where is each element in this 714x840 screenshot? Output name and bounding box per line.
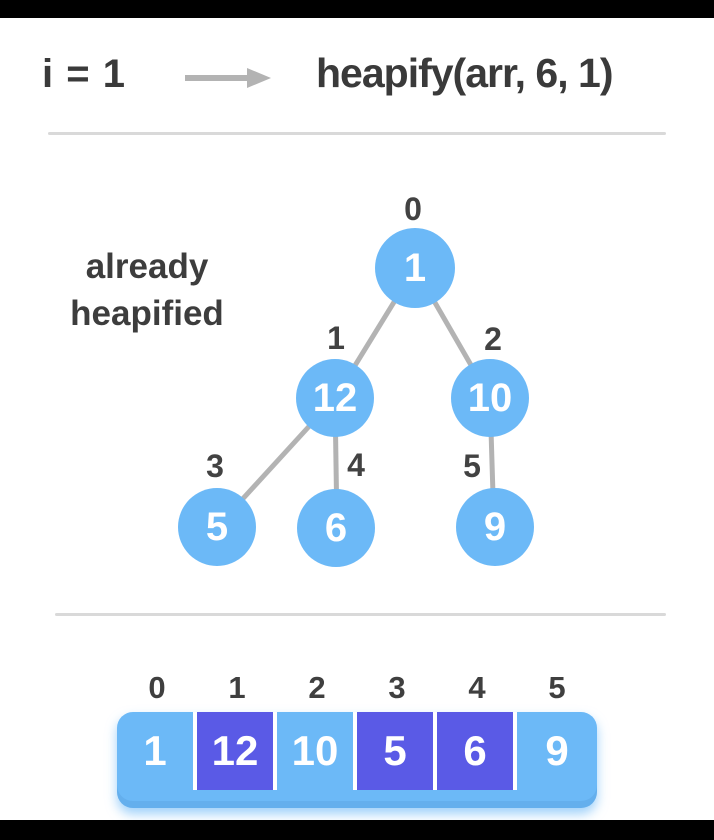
tree-index-label: 4: [347, 447, 365, 483]
letterbox-top: [0, 0, 714, 18]
array-index-label: 0: [148, 670, 166, 705]
array-cell: 10: [277, 712, 357, 790]
tree-node: 6: [297, 489, 375, 567]
array-cell: 6: [437, 712, 517, 790]
iterator-label: i = 1: [42, 52, 126, 96]
tree-node: 9: [456, 488, 534, 566]
tree-index-label: 5: [463, 448, 481, 484]
array-index-label: 4: [468, 670, 486, 705]
tree-index-label: 3: [206, 448, 224, 484]
array-bar: 1 12 10 5 6 9: [117, 712, 597, 808]
heapify-call-label: heapify(arr, 6, 1): [316, 50, 613, 96]
array-index-label: 2: [308, 670, 326, 705]
array-cell: 12: [197, 712, 277, 790]
already-heapified-annotation: already heapified: [42, 243, 252, 337]
tree-node: 5: [178, 488, 256, 566]
array-cell: 9: [545, 727, 569, 774]
array-cells: 1 12 10 5 6 9: [117, 712, 597, 790]
tree-index-label: 1: [327, 320, 345, 356]
tree-index-label: 0: [404, 191, 422, 227]
tree-node: 12: [296, 359, 374, 437]
annotation-line-2: heapified: [70, 294, 224, 333]
array-cell: 1: [117, 712, 197, 790]
array-index-label: 1: [228, 670, 246, 705]
arrow-right-icon: [185, 68, 271, 88]
letterbox-bottom: [0, 820, 714, 840]
annotation-line-1: already: [85, 247, 209, 286]
array-index-label: 5: [548, 670, 566, 705]
tree-node: 1: [375, 228, 455, 308]
tree-index-label: 2: [484, 321, 502, 357]
divider-top: [48, 132, 666, 135]
array-index-label: 3: [388, 670, 406, 705]
array-index-row: 0 1 2 3 4 5: [117, 670, 597, 705]
tree-node: 10: [451, 359, 529, 437]
array-cell: 5: [357, 712, 437, 790]
divider-bottom: [55, 613, 666, 616]
